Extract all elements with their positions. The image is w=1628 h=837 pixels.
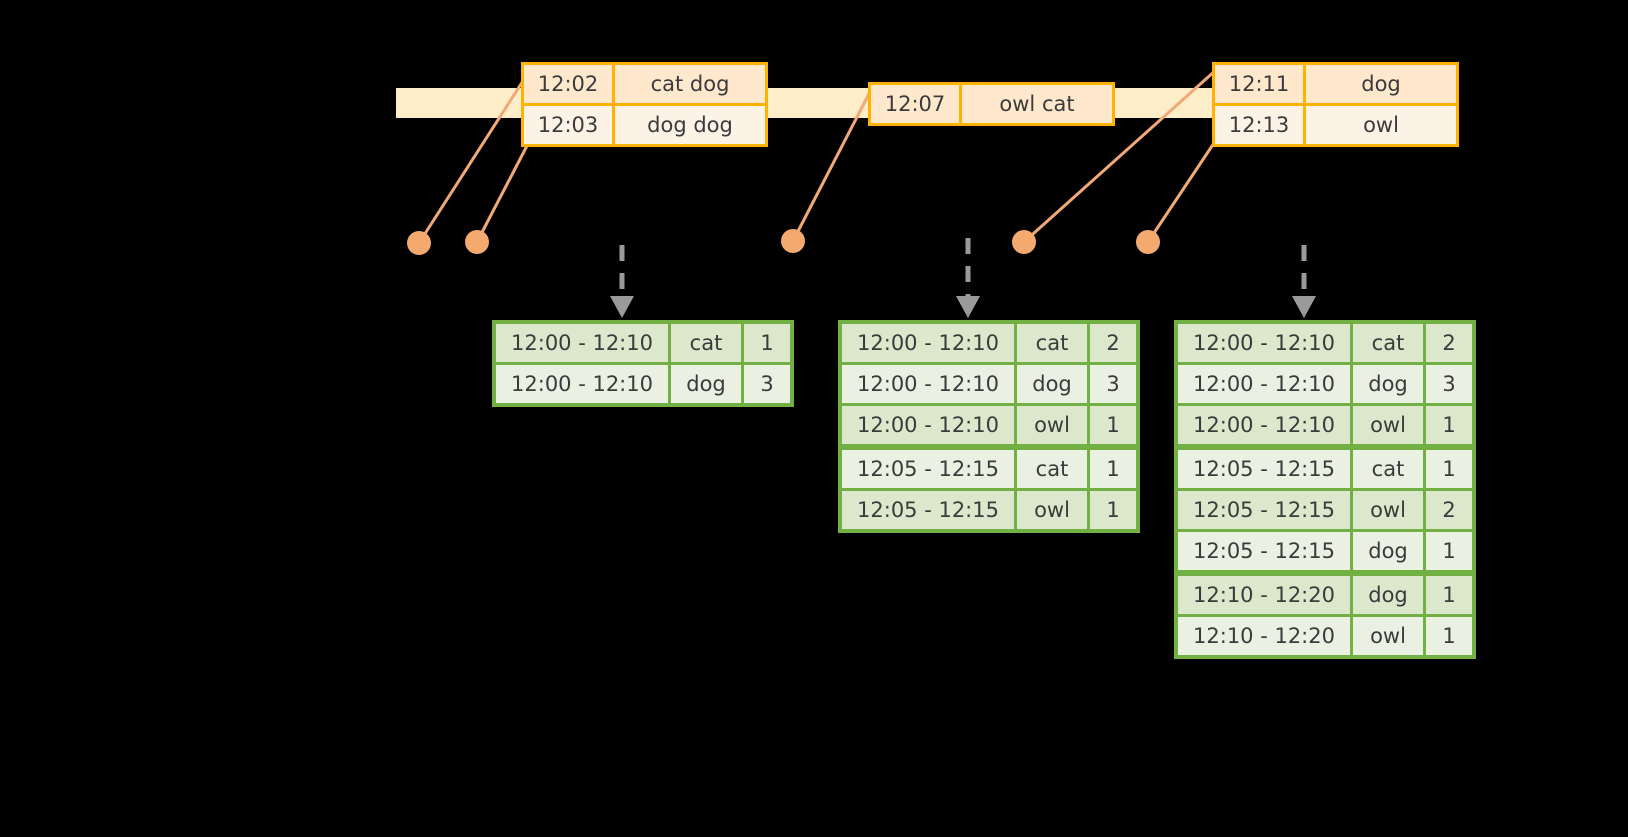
result-key: cat xyxy=(1353,444,1426,488)
event-row[interactable]: 12:11 dog xyxy=(1215,65,1456,103)
result-key: cat xyxy=(1017,444,1090,488)
result-key: owl xyxy=(1017,403,1090,444)
table-row[interactable]: 12:10 - 12:20 dog 1 xyxy=(1178,570,1472,614)
result-window: 12:00 - 12:10 xyxy=(842,362,1017,403)
connector-line-5 xyxy=(1146,139,1218,243)
event-time: 12:11 xyxy=(1215,65,1306,103)
result-window: 12:10 - 12:20 xyxy=(1178,570,1353,614)
table-row[interactable]: 12:05 - 12:15 cat 1 xyxy=(842,444,1136,488)
result-count: 1 xyxy=(1426,444,1472,488)
event-time: 12:13 xyxy=(1215,103,1306,144)
result-count: 1 xyxy=(1090,488,1136,529)
result-window: 12:00 - 12:10 xyxy=(842,324,1017,362)
connector-dot-4 xyxy=(1012,230,1036,254)
connector-dot-3 xyxy=(781,229,805,253)
result-key: cat xyxy=(1353,324,1426,362)
table-row[interactable]: 12:00 - 12:10 cat 2 xyxy=(1178,324,1472,362)
result-count: 1 xyxy=(1426,529,1472,570)
table-row[interactable]: 12:05 - 12:15 owl 1 xyxy=(842,488,1136,529)
event-words: cat dog xyxy=(615,65,765,103)
result-count: 3 xyxy=(1426,362,1472,403)
emit-arrow-head-2 xyxy=(956,296,980,318)
result-table-3[interactable]: 12:00 - 12:10 cat 2 12:00 - 12:10 dog 3 … xyxy=(1174,320,1476,659)
result-window: 12:00 - 12:10 xyxy=(496,324,671,362)
event-group-2[interactable]: 12:07 owl cat xyxy=(868,82,1115,126)
event-time: 12:03 xyxy=(524,103,615,144)
event-row[interactable]: 12:07 owl cat xyxy=(871,85,1112,123)
table-row[interactable]: 12:00 - 12:10 dog 3 xyxy=(1178,362,1472,403)
table-row[interactable]: 12:00 - 12:10 dog 3 xyxy=(496,362,790,403)
result-window: 12:00 - 12:10 xyxy=(842,403,1017,444)
result-key: cat xyxy=(1017,324,1090,362)
result-count: 2 xyxy=(1090,324,1136,362)
result-window: 12:05 - 12:15 xyxy=(1178,488,1353,529)
result-window: 12:00 - 12:10 xyxy=(496,362,671,403)
result-window: 12:00 - 12:10 xyxy=(1178,362,1353,403)
table-row[interactable]: 12:05 - 12:15 cat 1 xyxy=(1178,444,1472,488)
connector-dot-5 xyxy=(1136,230,1160,254)
table-row[interactable]: 12:05 - 12:15 dog 1 xyxy=(1178,529,1472,570)
result-key: dog xyxy=(1017,362,1090,403)
result-count: 2 xyxy=(1426,488,1472,529)
event-words: dog dog xyxy=(615,103,765,144)
connector-dot-2 xyxy=(465,230,489,254)
table-row[interactable]: 12:00 - 12:10 owl 1 xyxy=(1178,403,1472,444)
table-row[interactable]: 12:05 - 12:15 owl 2 xyxy=(1178,488,1472,529)
event-row[interactable]: 12:03 dog dog xyxy=(524,103,765,144)
emit-arrow-head-3 xyxy=(1292,296,1316,318)
result-key: owl xyxy=(1353,403,1426,444)
emit-arrow-head-1 xyxy=(610,296,634,318)
result-count: 1 xyxy=(1090,403,1136,444)
result-count: 1 xyxy=(1090,444,1136,488)
result-window: 12:05 - 12:15 xyxy=(842,444,1017,488)
result-count: 3 xyxy=(744,362,790,403)
result-count: 1 xyxy=(1426,614,1472,655)
result-window: 12:00 - 12:10 xyxy=(1178,403,1353,444)
result-count: 1 xyxy=(1426,570,1472,614)
result-window: 12:10 - 12:20 xyxy=(1178,614,1353,655)
result-window: 12:05 - 12:15 xyxy=(1178,529,1353,570)
result-count: 1 xyxy=(744,324,790,362)
result-key: dog xyxy=(1353,570,1426,614)
connector-dot-1 xyxy=(407,231,431,255)
event-words: dog xyxy=(1306,65,1456,103)
event-row[interactable]: 12:02 cat dog xyxy=(524,65,765,103)
result-key: dog xyxy=(1353,529,1426,570)
result-count: 3 xyxy=(1090,362,1136,403)
event-group-3[interactable]: 12:11 dog 12:13 owl xyxy=(1212,62,1459,147)
table-row[interactable]: 12:00 - 12:10 cat 1 xyxy=(496,324,790,362)
result-table-2[interactable]: 12:00 - 12:10 cat 2 12:00 - 12:10 dog 3 … xyxy=(838,320,1140,533)
result-window: 12:05 - 12:15 xyxy=(842,488,1017,529)
event-words: owl xyxy=(1306,103,1456,144)
result-key: owl xyxy=(1353,488,1426,529)
event-group-1[interactable]: 12:02 cat dog 12:03 dog dog xyxy=(521,62,768,147)
result-key: dog xyxy=(671,362,744,403)
table-row[interactable]: 12:00 - 12:10 cat 2 xyxy=(842,324,1136,362)
result-window: 12:05 - 12:15 xyxy=(1178,444,1353,488)
event-time: 12:02 xyxy=(524,65,615,103)
result-key: owl xyxy=(1017,488,1090,529)
event-row[interactable]: 12:13 owl xyxy=(1215,103,1456,144)
result-window: 12:00 - 12:10 xyxy=(1178,324,1353,362)
result-key: owl xyxy=(1353,614,1426,655)
table-row[interactable]: 12:00 - 12:10 dog 3 xyxy=(842,362,1136,403)
event-time: 12:07 xyxy=(871,85,962,123)
result-key: cat xyxy=(671,324,744,362)
result-key: dog xyxy=(1353,362,1426,403)
event-words: owl cat xyxy=(962,85,1112,123)
connector-line-2 xyxy=(475,139,532,243)
table-row[interactable]: 12:00 - 12:10 owl 1 xyxy=(842,403,1136,444)
result-table-1[interactable]: 12:00 - 12:10 cat 1 12:00 - 12:10 dog 3 xyxy=(492,320,794,407)
result-count: 1 xyxy=(1426,403,1472,444)
table-row[interactable]: 12:10 - 12:20 owl 1 xyxy=(1178,614,1472,655)
result-count: 2 xyxy=(1426,324,1472,362)
